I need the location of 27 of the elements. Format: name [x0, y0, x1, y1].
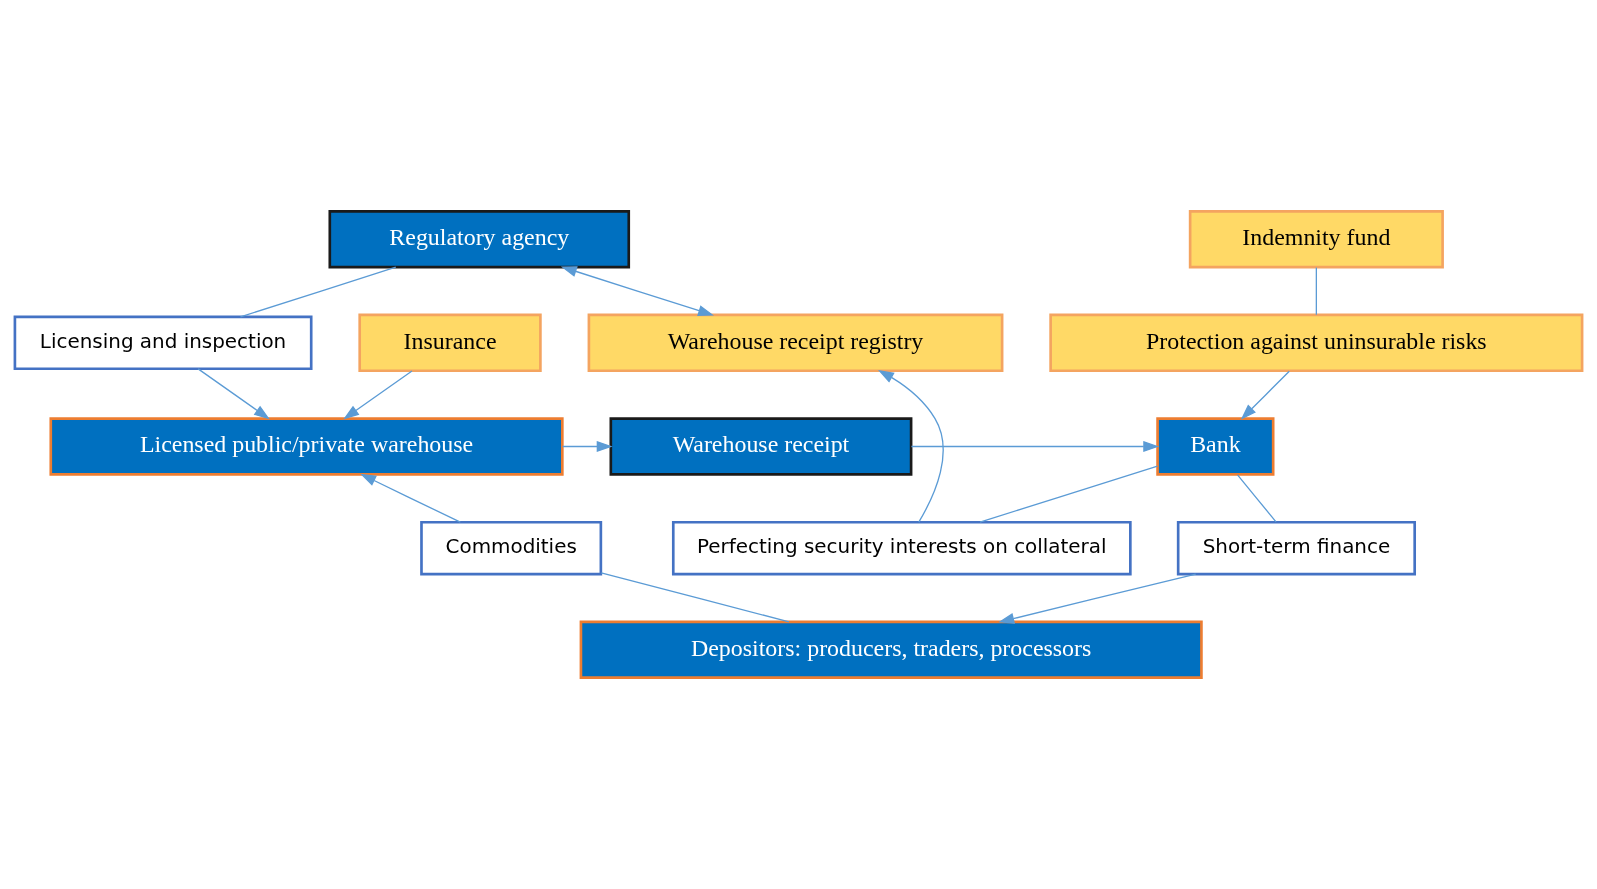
node-box: Perfecting security interests on collateral: [671, 520, 1132, 576]
arrow: [998, 573, 1197, 624]
arrow: [560, 266, 715, 316]
arrow: [197, 368, 270, 420]
node-box: Regulatory agency: [328, 210, 631, 269]
node-box: Short-term finance: [1176, 520, 1416, 576]
connector: [600, 572, 790, 623]
node-box: Licensing and inspection: [13, 315, 313, 371]
connector: [979, 465, 1159, 523]
node-box: Warehouse receipt: [609, 417, 913, 476]
node-box: Commodities: [420, 520, 603, 576]
node-box: Depositors: producers, traders, processors: [579, 620, 1203, 680]
arrow: [878, 369, 944, 523]
arrow: [343, 370, 413, 420]
arrow: [910, 440, 1160, 453]
node-box: Insurance: [358, 313, 542, 373]
arrow: [561, 440, 613, 453]
arrow: [360, 473, 461, 523]
node-box: Indemnity fund: [1188, 210, 1444, 269]
node-box: Warehouse receipt registry: [587, 313, 1004, 373]
connector: [1236, 474, 1277, 523]
node-box: Licensed public/private warehouse: [49, 417, 564, 476]
node-box: Bank: [1156, 417, 1275, 476]
connector: [1315, 266, 1318, 316]
arrow: [1240, 370, 1290, 420]
connector: [239, 266, 397, 318]
node-box: Protection against uninsurable risks: [1049, 313, 1584, 373]
